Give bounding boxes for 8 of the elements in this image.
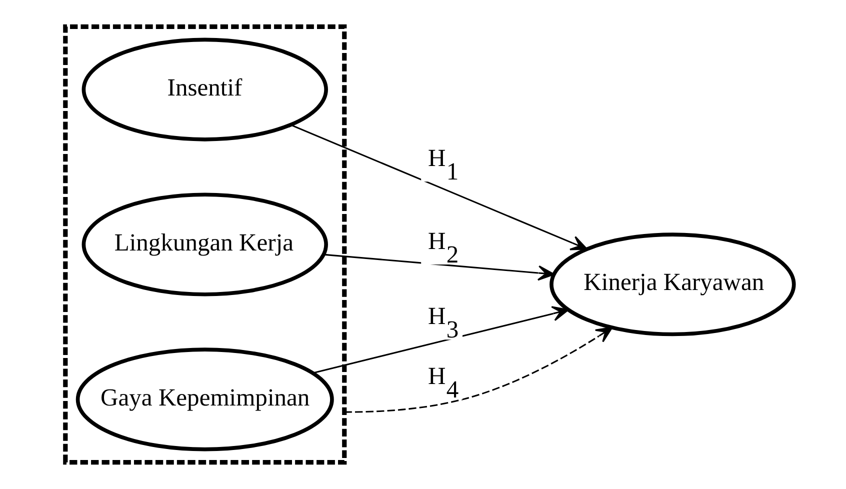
node-ellipse: Insentif [81,38,328,142]
arrow [323,254,554,281]
arrow [290,124,588,250]
node-ellipse: Lingkungan Kerja [81,192,328,296]
arrow [312,306,568,374]
cluster [62,24,346,465]
node-ellipse: Gaya Kepemimpinan [75,348,334,452]
arrow [344,326,612,413]
